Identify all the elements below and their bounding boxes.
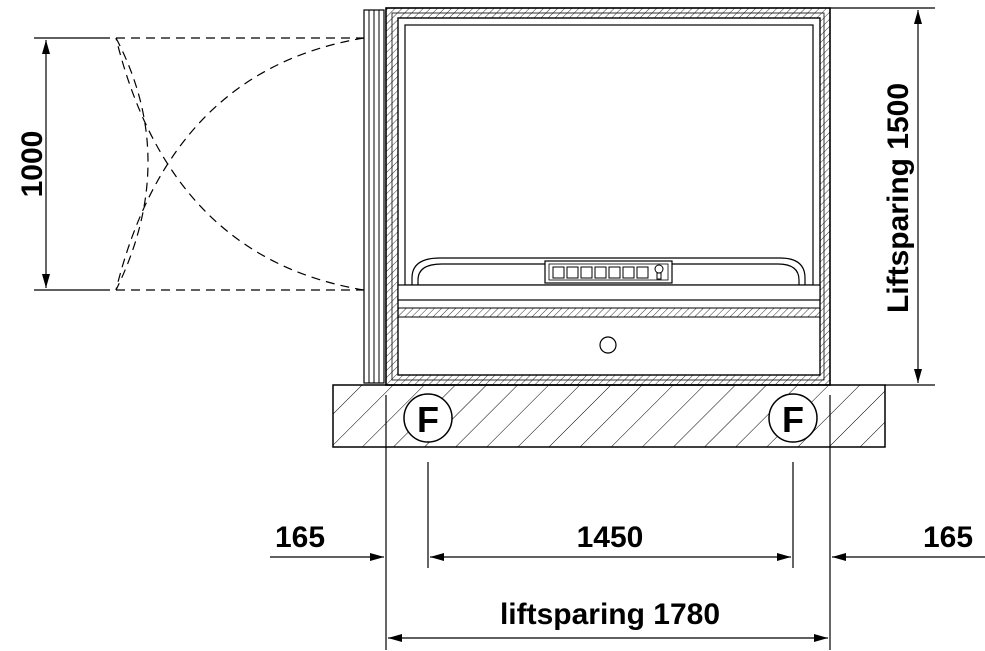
panel-button-3 [580, 266, 593, 279]
dimension-door-opening [34, 37, 110, 291]
fixing-point-left-label: F [417, 399, 439, 440]
dimension-shaft-height [830, 7, 935, 386]
fixing-point-right-label: F [782, 399, 804, 440]
panel-button-7 [636, 266, 649, 279]
panel-button-5 [608, 266, 621, 279]
shaft-height-dimension-label: Liftsparing 1500 [882, 83, 915, 313]
dimension-extension-lines [385, 395, 831, 650]
fixing-point-right: F [768, 393, 818, 443]
lower-compartment [599, 336, 617, 354]
panel-button-4 [594, 266, 607, 279]
panel-button-1 [552, 266, 565, 279]
control-panel [544, 260, 673, 284]
indicator-circle-icon [599, 336, 617, 354]
key-switch-icon [654, 264, 664, 280]
door-opening-dimension-label: 1000 [16, 131, 49, 198]
fixing-point-left: F [403, 393, 453, 443]
panel-button-2 [566, 266, 579, 279]
left-clearance-dimension-label: 165 [275, 521, 325, 554]
panel-button-6 [622, 266, 635, 279]
center-span-dimension-label: 1450 [577, 521, 644, 554]
right-clearance-dimension-label: 165 [923, 521, 973, 554]
total-width-dimension-label: liftsparing 1780 [500, 598, 720, 631]
lift-cabin [385, 7, 831, 386]
door-panel [363, 9, 385, 384]
door-swing-path [115, 37, 365, 291]
cabin-floor-strip [397, 284, 821, 318]
